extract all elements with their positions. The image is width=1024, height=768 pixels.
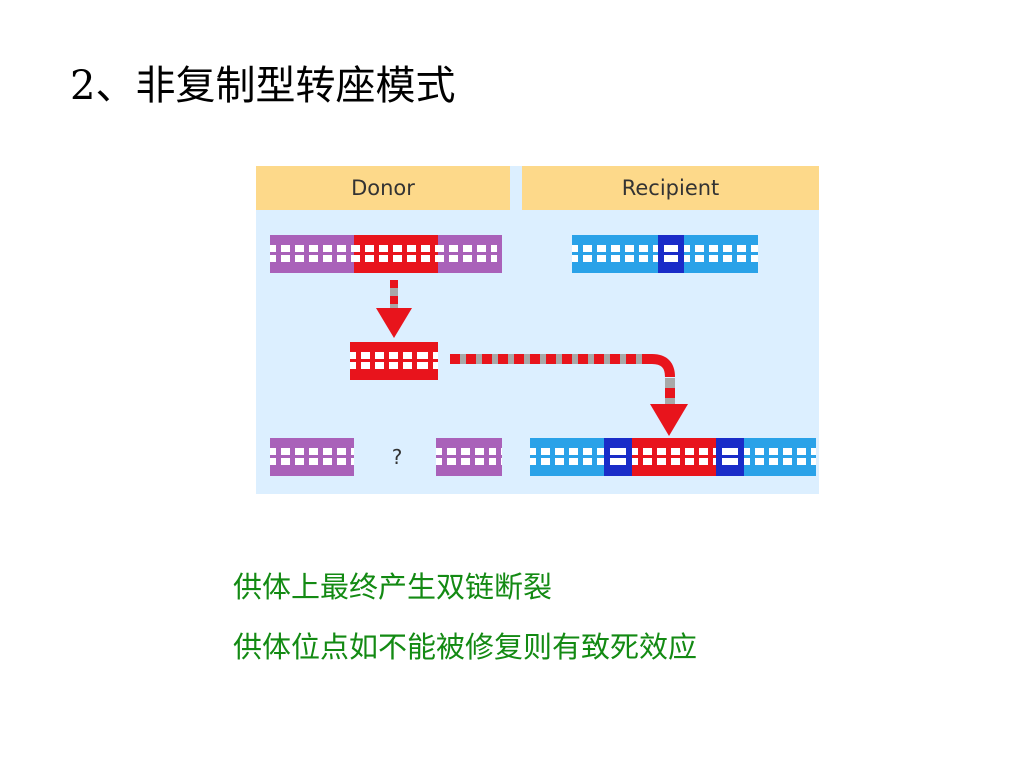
recipient-with-insertion [530, 438, 816, 476]
donor-broken-right [436, 438, 502, 476]
excised-transposon [350, 342, 438, 380]
unknown-fate-mark: ? [392, 445, 403, 469]
donor-right-flank [438, 235, 502, 273]
recipient-dna-strand [572, 235, 758, 273]
donor-transposon [354, 235, 438, 273]
donor-header: Donor [256, 166, 510, 210]
transposition-diagram: Donor Recipient [256, 166, 819, 494]
note-line-2: 供体位点如不能被修复则有致死效应 [233, 630, 698, 664]
excision-arrow [376, 280, 412, 338]
donor-left-flank [270, 235, 354, 273]
donor-broken-left [270, 438, 354, 476]
insertion-arrow [450, 354, 688, 436]
slide-title: 2、非复制型转座模式 [70, 63, 456, 109]
diagram-canvas: ? [270, 235, 816, 476]
recipient-header-label: Recipient [621, 176, 720, 200]
donor-dna-strand [270, 235, 502, 273]
note-line-1: 供体上最终产生双链断裂 [233, 570, 553, 604]
recipient-header: Recipient [522, 166, 819, 210]
donor-header-label: Donor [351, 176, 415, 200]
